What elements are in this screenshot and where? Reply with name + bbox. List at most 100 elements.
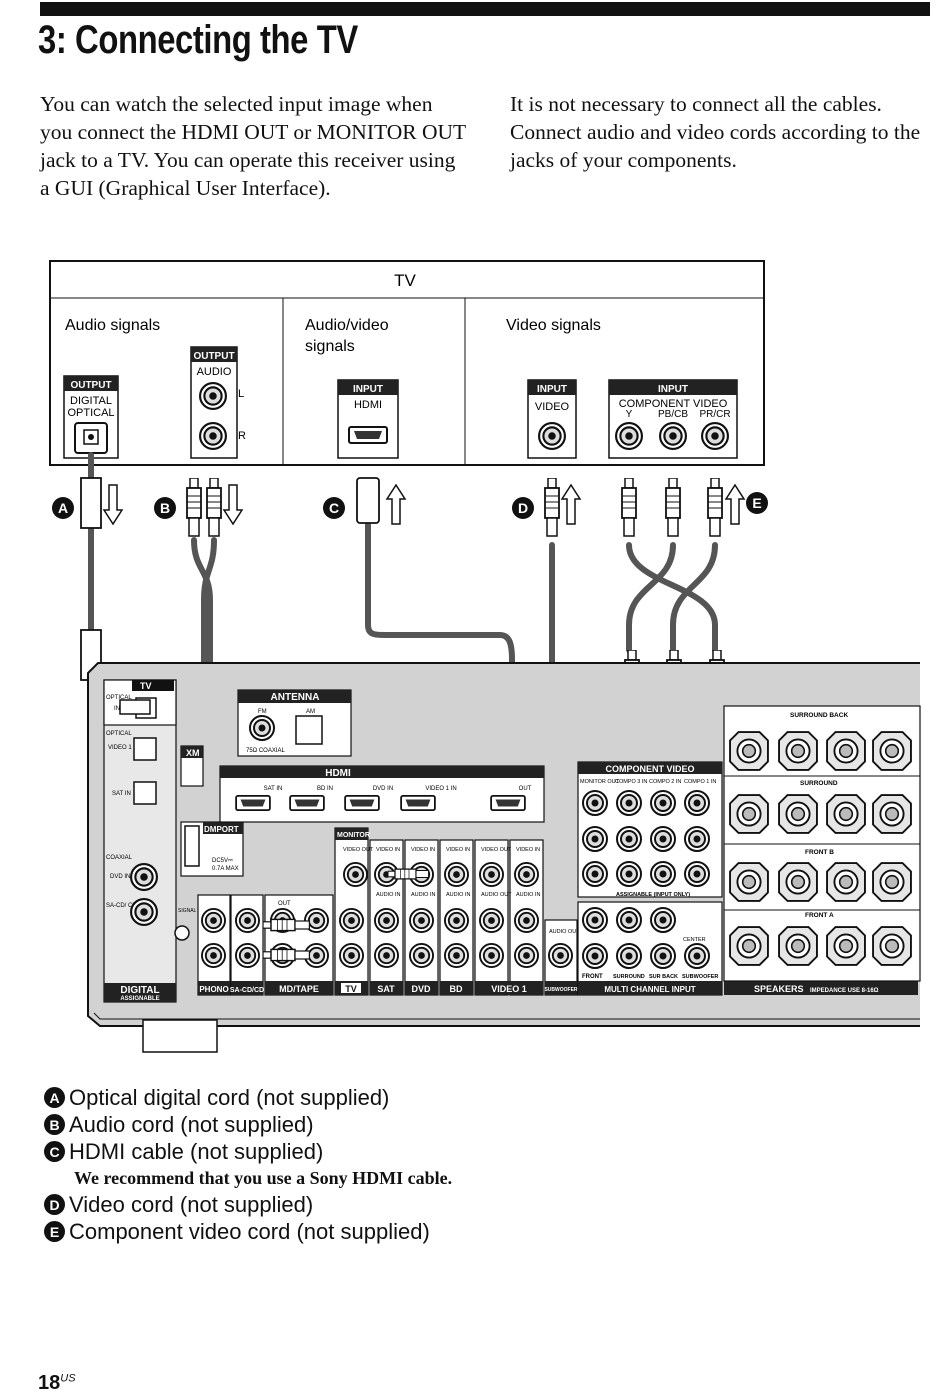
rx-fm-label: FM: [258, 709, 267, 715]
rx-video1-in-label: VIDEO 1 IN: [108, 745, 139, 751]
tv-hdmi-port: [348, 426, 388, 444]
rx-bd-video-in: VIDEO IN: [446, 847, 470, 853]
rx-md-out-label: OUT: [278, 901, 291, 907]
legend-text-d: Video cord (not supplied): [69, 1191, 314, 1217]
cable-markers: A B C D E: [52, 492, 768, 519]
tv-audio-output-tag: OUTPUT: [193, 351, 234, 362]
rx-monitor-out-label: MONITOR OUT: [580, 779, 620, 785]
rx-dvd-video-in: VIDEO IN: [411, 847, 435, 853]
rx-hdmi-bd-in: BD IN: [317, 786, 333, 792]
legend-text-e: Component video cord (not supplied): [69, 1218, 430, 1244]
rx-video1-video-out: VIDEO OUT: [481, 847, 512, 853]
rx-label-dvd: DVD: [411, 984, 431, 994]
marker-c: C: [329, 500, 339, 516]
rx-component-video-label: COMPONENT VIDEO: [605, 764, 694, 774]
rx-sur-back-label: SUR BACK: [649, 974, 678, 980]
rx-label-subwoofer: SUBWOOFER: [544, 987, 577, 993]
rx-antenna-label: ANTENNA: [271, 692, 320, 703]
tv-y-jack: [615, 422, 643, 450]
rx-hdmi-video1-in: VIDEO 1 IN: [425, 786, 456, 792]
tv-pb-label: PB/CB: [658, 409, 688, 420]
page-number-suffix: US: [60, 1372, 76, 1385]
rx-label-sat: SAT: [377, 984, 395, 994]
marker-d: D: [518, 500, 528, 516]
rx-hdmi-out: OUT: [519, 786, 532, 792]
arrow-down-a-icon: [102, 484, 124, 526]
tv-title: TV: [394, 271, 416, 290]
rx-monitor-label: MONITOR: [337, 832, 370, 839]
page-number-value: 18: [38, 1372, 61, 1394]
legend-badge-e: E: [44, 1221, 65, 1242]
video-signals-label: Video signals: [506, 317, 601, 334]
hdmi-plug-tv: [356, 477, 380, 524]
arrow-up-d-icon: [560, 483, 582, 525]
rx-multi-channel-input: MULTI CHANNEL INPUT: [604, 985, 695, 994]
rx-surround-mc-label: SURROUND: [613, 974, 645, 980]
rx-hdmi-out-port: [490, 795, 526, 811]
rx-surround-label: SURROUND: [800, 780, 838, 787]
tv-output-tag: OUTPUT: [70, 380, 111, 391]
tv-panel: TV Audio signals Audio/video signals Vid…: [49, 260, 765, 466]
rx-coaxial-label: COAXIAL: [106, 855, 133, 861]
page-number: 18US: [38, 1372, 76, 1395]
legend-badge-a: A: [44, 1087, 65, 1108]
tv-pr-label: PR/CR: [699, 409, 730, 420]
intro-text-left: You can watch the selected input image w…: [40, 92, 466, 200]
legend-text-c: HDMI cable (not supplied): [69, 1138, 324, 1164]
rx-xm-label: XM: [186, 748, 200, 758]
rx-tv-tag: TV: [140, 681, 152, 691]
tv-hdmi-label: HDMI: [354, 399, 382, 411]
rx-label-tv: TV: [345, 984, 357, 994]
arrow-up-c-icon: [385, 483, 407, 525]
rx-digital-label: DIGITAL: [120, 985, 159, 996]
rx-sacd-in-label: SA-CD/ CD IN: [106, 903, 144, 909]
optical-plug-tv: [80, 477, 102, 529]
legend-item-a: A Optical digital cord (not supplied): [44, 1084, 452, 1111]
marker-a: A: [58, 500, 68, 516]
tv-audio-l-jack: [199, 382, 227, 410]
rx-dvd-audio-in: AUDIO IN: [411, 892, 435, 898]
rx-sub-audio-out: AUDIO OUT: [549, 929, 580, 935]
tv-component-label: COMPONENT VIDEO: [619, 398, 728, 410]
tv-video-label: VIDEO: [535, 401, 570, 413]
rx-label-mdtape: MD/TAPE: [279, 984, 319, 994]
legend-text-a: Optical digital cord (not supplied): [69, 1084, 390, 1110]
rx-hdmi-label: HDMI: [325, 768, 351, 779]
legend-item-c: C HDMI cable (not supplied): [44, 1138, 452, 1165]
rx-front-a-label: FRONT A: [805, 912, 834, 919]
legend-badge-c: C: [44, 1141, 65, 1162]
video-plug: [544, 478, 560, 537]
rx-video1-audio-in: AUDIO IN: [516, 892, 540, 898]
rx-bd-audio-in: AUDIO IN: [446, 892, 470, 898]
receiver-foot: [142, 1019, 218, 1053]
audio-plug-l: [186, 478, 202, 537]
cable-legend: A Optical digital cord (not supplied) B …: [44, 1084, 452, 1245]
tv-l-label: L: [238, 388, 244, 400]
rx-label-bd: BD: [450, 984, 463, 994]
rx-sat-in-label: SAT IN: [112, 791, 131, 797]
receiver-panel: TV OPTICAL IN OPTICAL VIDEO 1 IN SAT IN …: [87, 662, 921, 1053]
legend-text-b: Audio cord (not supplied): [69, 1111, 314, 1137]
rx-subwoofer-mc-label: SUBWOOFER: [682, 974, 718, 980]
rx-center-label: CENTER: [683, 937, 706, 943]
rx-compo2-label: COMPO 2 IN: [649, 779, 681, 785]
tv-component-input-tag: INPUT: [658, 384, 688, 395]
rx-hdmi-sat-in: SAT IN: [264, 786, 283, 792]
legend-badge-d: D: [44, 1194, 65, 1215]
tv-hdmi-input-tag: INPUT: [353, 384, 383, 395]
intro-text-right: It is not necessary to connect all the c…: [510, 92, 921, 172]
tv-audio-r-jack: [199, 422, 227, 450]
tv-y-label: Y: [626, 409, 633, 420]
rx-label-sacd: SA-CD/CD: [230, 987, 264, 994]
rx-compo1-label: COMPO 1 IN: [684, 779, 716, 785]
page-title: 3: Connecting the TV: [38, 18, 358, 62]
rx-front-b-label: FRONT B: [805, 849, 834, 856]
signal-arrows: [102, 483, 746, 526]
rx-dc5v-label: DC5V⎓: [212, 858, 233, 864]
audio-signals-label: Audio signals: [65, 317, 160, 334]
rx-optical-label: OPTICAL: [106, 695, 132, 701]
rx-am-label: AM: [306, 709, 315, 715]
tv-r-label: R: [238, 430, 246, 442]
legend-item-b: B Audio cord (not supplied): [44, 1111, 452, 1138]
component-plug-pb: [665, 478, 681, 537]
